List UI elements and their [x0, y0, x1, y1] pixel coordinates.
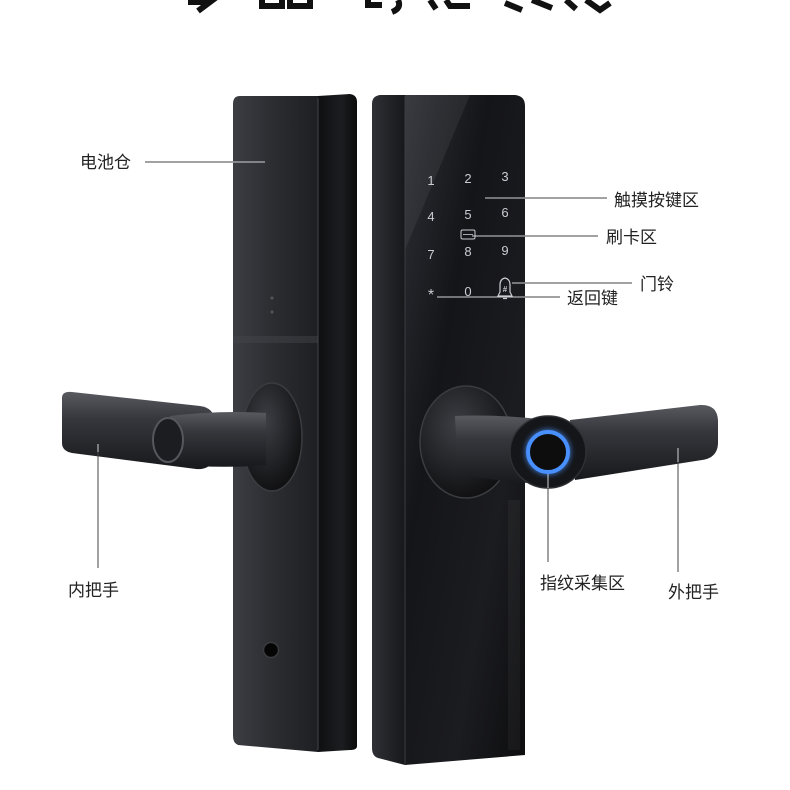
- label-touch-keys: 触摸按键区: [614, 191, 699, 211]
- touch-keypad: 1 2 3 4 5 6 7 8 9 * 0 #: [427, 169, 513, 304]
- label-inner-handle: 内把手: [68, 581, 119, 601]
- indicator-dot: [270, 296, 274, 300]
- back-panel-side: [318, 94, 357, 752]
- inner-handle: [62, 382, 303, 492]
- outer-front-panel: [372, 95, 525, 765]
- key-6: 6: [501, 205, 508, 220]
- label-doorbell: 门铃: [640, 275, 674, 295]
- key-5: 5: [464, 207, 471, 222]
- key-7: 7: [427, 247, 434, 262]
- key-star: *: [428, 287, 434, 304]
- inner-handle-end-cap: [152, 417, 184, 463]
- outer-handle: [419, 385, 718, 499]
- label-back-key: 返回键: [567, 289, 618, 309]
- key-2: 2: [464, 171, 471, 186]
- indicator-dot: [270, 310, 274, 314]
- key-9: 9: [501, 243, 508, 258]
- key-4: 4: [427, 209, 434, 224]
- card-icon: [460, 229, 476, 240]
- label-battery-compartment: 电池仓: [80, 153, 131, 173]
- glass-reflection: [405, 95, 470, 250]
- label-outer-handle: 外把手: [668, 583, 719, 603]
- inner-handle-neck: [170, 412, 266, 467]
- glass-reflection: [508, 500, 520, 750]
- bell-icon: #: [497, 277, 513, 300]
- key-hash: #: [503, 285, 508, 294]
- label-card-area: 刷卡区: [606, 228, 657, 248]
- label-fingerprint-area: 指纹采集区: [540, 574, 625, 594]
- battery-compartment-seam: [233, 336, 318, 343]
- key-0: 0: [464, 284, 471, 299]
- callout-lines: [97, 161, 679, 572]
- front-panel-side: [372, 95, 405, 765]
- outer-handle-lever: [570, 404, 718, 480]
- cropped-heading-fragment: [188, 0, 612, 15]
- callout-labels: 电池仓 触摸按键区 刷卡区 门铃 返回键 内把手 指纹采集区 外把手: [68, 153, 719, 603]
- key-8: 8: [464, 244, 471, 259]
- key-3: 3: [501, 169, 508, 184]
- keyhole-icon: [262, 641, 280, 659]
- key-1: 1: [427, 173, 434, 188]
- fingerprint-sensor-icon: [526, 430, 570, 474]
